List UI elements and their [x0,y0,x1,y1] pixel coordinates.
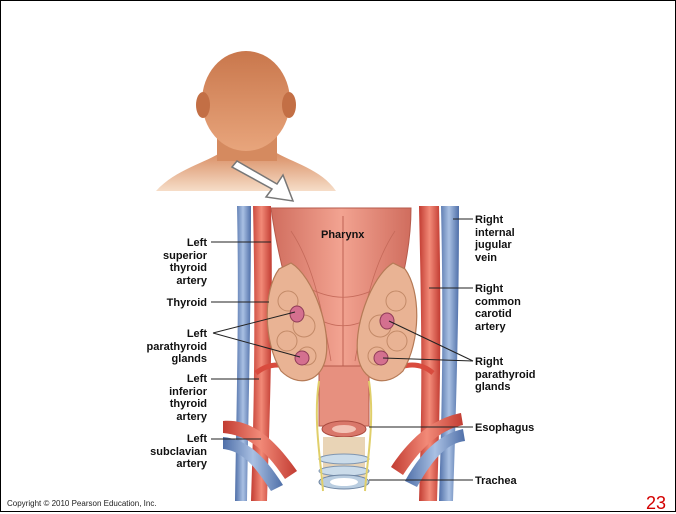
page-number: 23 [646,493,666,514]
label-trachea: Trachea [475,475,517,488]
label-right-parathyroid-glands: Right parathyroid glands [475,356,536,394]
label-right-common-carotid-artery: Right common carotid artery [475,283,521,333]
label-thyroid: Thyroid [167,297,207,310]
label-left-parathyroid-glands: Left parathyroid glands [146,328,207,366]
label-left-superior-thyroid-artery: Left superior thyroid artery [163,237,207,287]
label-left-subclavian-artery: Left subclavian artery [150,433,207,471]
esophagus-trachea [317,366,371,491]
label-esophagus: Esophagus [475,422,534,435]
label-left-inferior-thyroid-artery: Left inferior thyroid artery [169,373,207,423]
label-pharynx: Pharynx [321,229,364,242]
copyright-text: Copyright © 2010 Pearson Education, Inc. [7,499,157,508]
label-right-internal-jugular-vein: Right internal jugular vein [475,214,515,264]
